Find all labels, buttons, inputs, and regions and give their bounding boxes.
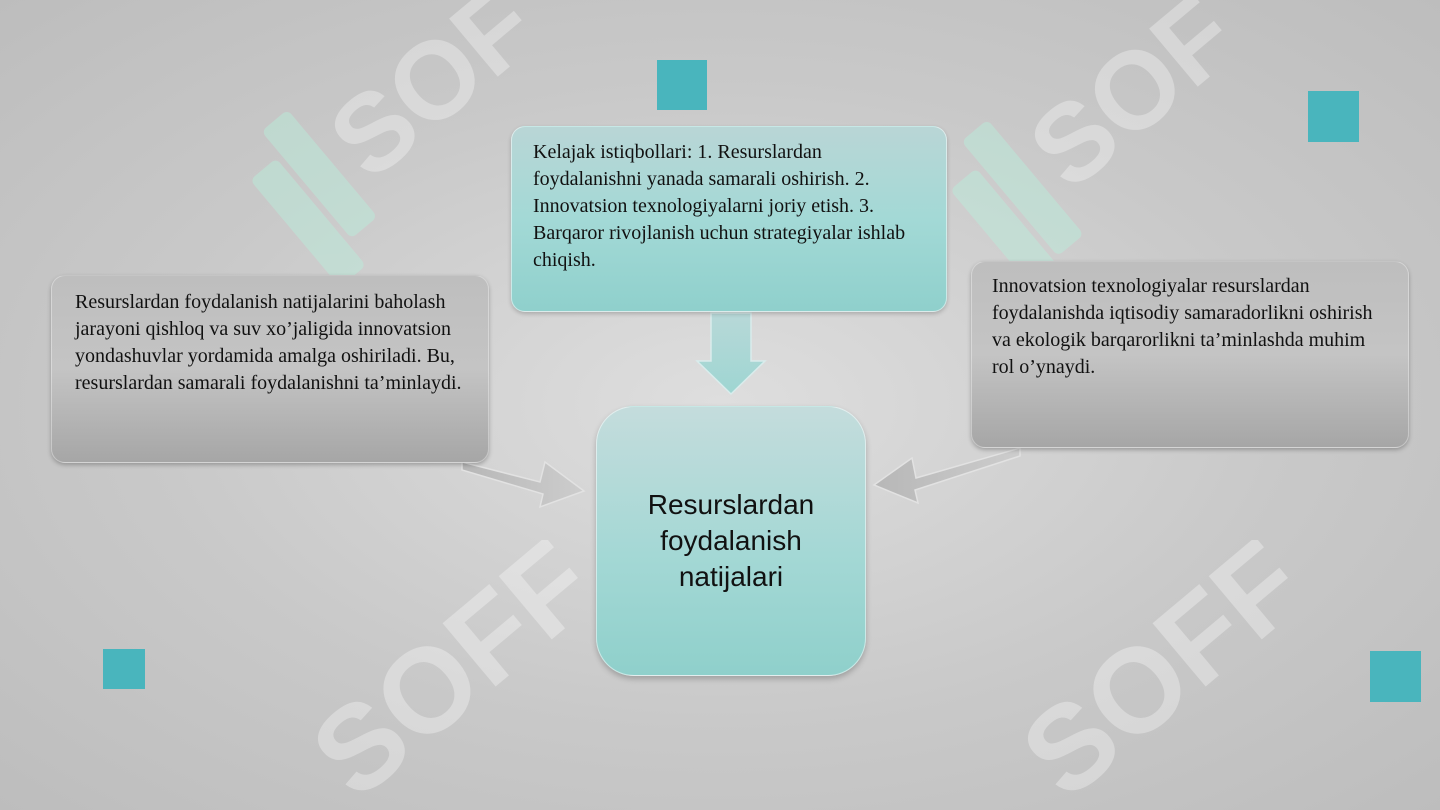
center-node: Resurslardan foydalanish natijalari xyxy=(596,406,866,676)
decorative-square xyxy=(657,60,707,110)
left-box-text: Resurslardan foydalanish natijalarini ba… xyxy=(75,291,462,394)
top-box: Kelajak istiqbollari: 1. Resurslardan fo… xyxy=(511,126,947,312)
watermark-logo-top-right: SOF xyxy=(952,0,1240,303)
right-box-text: Innovatsion texnologiyalar resurslardan … xyxy=(992,275,1373,378)
top-box-text: Kelajak istiqbollari: 1. Resurslardan fo… xyxy=(533,141,906,271)
arrow-right-to-center xyxy=(872,447,1021,505)
arrow-down xyxy=(695,312,767,396)
right-box: Innovatsion texnologiyalar resurslardan … xyxy=(971,261,1409,448)
watermark-logo-bottom-right: SOFF xyxy=(997,540,1300,810)
center-node-label: Resurslardan foydalanish natijalari xyxy=(647,489,815,592)
decorative-square xyxy=(1308,91,1359,142)
decorative-square xyxy=(103,649,145,689)
watermark-logo-top-left: SOF xyxy=(252,0,540,285)
left-box: Resurslardan foydalanish natijalarini ba… xyxy=(51,275,489,463)
decorative-square xyxy=(1370,651,1421,702)
watermark-logo-bottom-left: SOFF xyxy=(287,540,590,810)
arrow-left-to-center xyxy=(461,460,586,509)
